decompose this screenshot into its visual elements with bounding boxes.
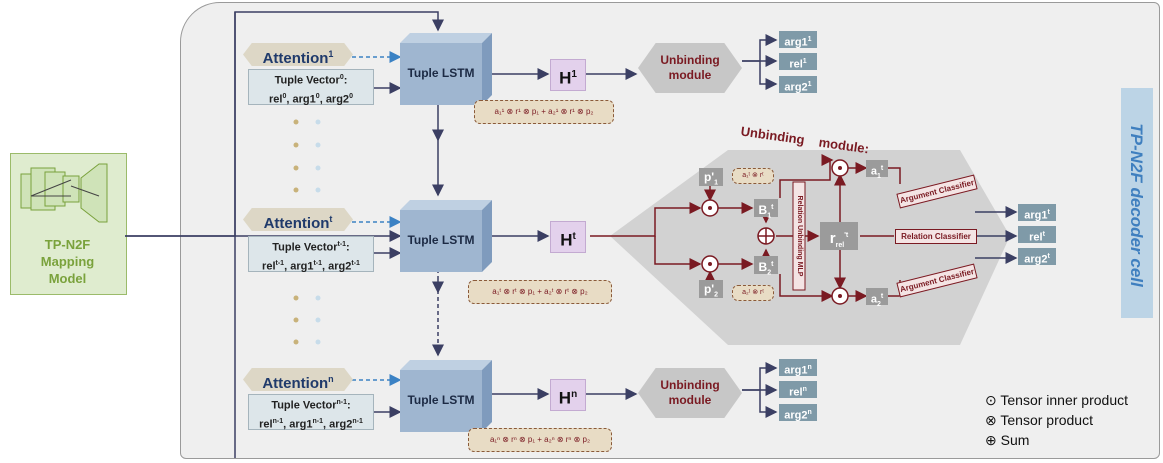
binding-note-a2: a₂ᵗ ⊗ rᵗ: [732, 285, 774, 301]
tuple-lstm-1: Tuple LSTM: [400, 33, 492, 105]
tensor-product-icon: ⊗: [985, 412, 997, 428]
lstm-cube-icon: [400, 360, 492, 432]
lstm-cube-icon: [400, 200, 492, 272]
legend: ⊙ Tensor inner product ⊗ Tensor product …: [985, 390, 1128, 450]
role-p2: p'2: [699, 280, 723, 298]
attention-1: Attention1: [243, 43, 353, 66]
unbinding-module-1: Unbinding module: [638, 43, 742, 93]
network-icon: [20, 163, 108, 223]
tuple-lstm-n: Tuple LSTM: [400, 360, 492, 432]
output-arg1-n: arg1n: [779, 359, 817, 377]
output-rel-t: relt: [1018, 226, 1056, 244]
binding-callout-1: a₁¹ ⊗ r¹ ⊗ p₁ + a₂¹ ⊗ r¹ ⊗ p₂: [474, 100, 614, 124]
output-rel-1: rel1: [779, 53, 817, 71]
side-label: TP-N2F decoder cell: [1127, 123, 1146, 287]
role-p1: p'1: [699, 168, 723, 186]
tuple-vector-0: Tuple Vector0: rel0, arg10, arg20: [248, 69, 374, 105]
bound-b2: B2t: [754, 256, 778, 276]
tuple-vector-t-1: Tuple Vectort-1: relt-1, arg1t-1, arg2t-…: [248, 236, 374, 272]
output-arg2-1: arg21: [779, 76, 817, 94]
binding-callout-n: a₁ⁿ ⊗ rⁿ ⊗ p₁ + a₂ⁿ ⊗ rⁿ ⊗ p₂: [468, 428, 612, 452]
legend-inner-product: ⊙ Tensor inner product: [985, 392, 1129, 408]
bound-b1: B1t: [754, 199, 778, 219]
tuple-lstm-label: Tuple LSTM: [407, 66, 475, 80]
relation-vector: rrel't: [820, 222, 858, 250]
relation-unbinding-mlp: Relation Unbinding MLP: [796, 195, 803, 277]
inner-product-icon: ⊙: [985, 392, 997, 408]
output-arg2-n: arg2n: [779, 404, 817, 422]
output-rel-n: reln: [779, 381, 817, 399]
mapping-model-box: [10, 153, 127, 295]
output-arg2-t: arg2t: [1018, 248, 1056, 266]
legend-sum: ⊕ Sum: [985, 432, 1030, 448]
argument-a1: a1t: [866, 160, 888, 180]
hidden-state-1: H1: [550, 59, 586, 91]
unbinding-module-n: Unbinding module: [638, 368, 742, 418]
mapping-model-label: TP-N2F Mapping Model: [40, 237, 95, 286]
attention-n: Attentionn: [243, 368, 353, 391]
tuple-vector-n-1: Tuple Vectorn-1: reln-1, arg1n-1, arg2n-…: [248, 394, 374, 430]
sum-icon: ⊕: [985, 432, 997, 448]
argument-a2: a2t: [866, 288, 888, 308]
binding-callout-t: a₁ᵗ ⊗ rᵗ ⊗ p₁ + a₂ᵗ ⊗ rᵗ ⊗ p₂: [468, 280, 612, 304]
tuple-lstm-t: Tuple LSTM: [400, 200, 492, 272]
output-arg1-t: arg1t: [1018, 204, 1056, 222]
lstm-cube-icon: [400, 33, 492, 105]
side-label-box: [1121, 88, 1153, 318]
tuple-lstm-label: Tuple LSTM: [407, 233, 475, 247]
output-arg1-1: arg11: [779, 31, 817, 49]
tuple-lstm-label: Tuple LSTM: [407, 393, 475, 407]
attention-t: Attentiont: [243, 208, 353, 231]
binding-note-a1: a₁ᵗ ⊗ rᵗ: [732, 168, 774, 184]
legend-tensor-product: ⊗ Tensor product: [985, 412, 1093, 428]
relation-classifier: Relation Classifier: [895, 229, 977, 244]
hidden-state-t: Ht: [550, 221, 586, 253]
hidden-state-n: Hn: [550, 379, 586, 411]
